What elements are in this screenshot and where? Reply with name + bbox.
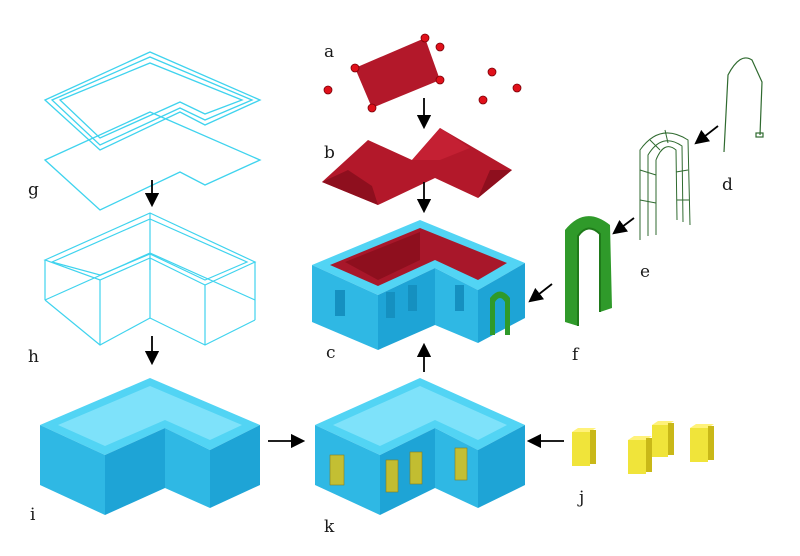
label-j: j xyxy=(579,488,585,508)
label-h: h xyxy=(28,347,39,367)
arrows xyxy=(144,98,719,449)
arrow-f-c xyxy=(528,283,553,303)
arrow-d-e xyxy=(694,125,719,145)
solid-building-i xyxy=(40,378,260,515)
label-k: k xyxy=(324,517,335,537)
arch-profile-d xyxy=(723,57,764,153)
label-a: a xyxy=(324,42,335,62)
label-d: d xyxy=(722,175,733,195)
label-b: b xyxy=(324,143,335,163)
label-e: e xyxy=(640,262,651,282)
footprint-outline-g xyxy=(43,51,262,211)
hip-roof-b xyxy=(322,128,512,205)
solid-arch-f xyxy=(565,216,612,326)
arch-wireframe-e xyxy=(639,129,691,240)
roof-footprint-a xyxy=(323,33,522,113)
complete-building-c xyxy=(312,220,525,350)
building-with-windows-k xyxy=(315,378,525,515)
label-i: i xyxy=(30,505,36,525)
extruded-wireframe-h xyxy=(43,212,257,346)
window-boxes-j xyxy=(572,421,714,474)
label-c: c xyxy=(326,343,336,363)
label-g: g xyxy=(28,180,39,200)
label-f: f xyxy=(572,345,579,365)
arrow-e-f xyxy=(612,217,635,235)
